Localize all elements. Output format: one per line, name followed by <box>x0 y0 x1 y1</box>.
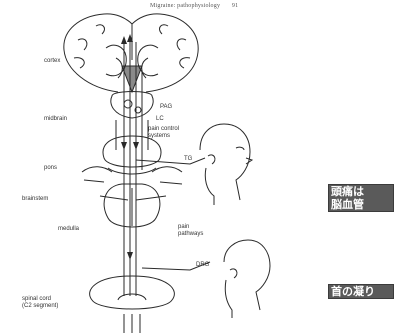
label-pons: pons <box>44 165 57 172</box>
spinal-cord-structure <box>90 276 175 333</box>
label-tg: TG <box>184 156 192 163</box>
label-brainstem: brainstem <box>22 196 48 203</box>
label-pag: PAG <box>160 104 172 111</box>
side-caption-neck: 首の凝り <box>328 284 394 299</box>
head-profile-upper <box>200 124 252 205</box>
label-lc: LC <box>156 116 164 123</box>
label-cortex: cortex <box>44 58 60 65</box>
label-pain-control-systems: pain control systems <box>148 126 190 140</box>
label-pain-pathways: pain pathways <box>178 224 212 238</box>
midbrain-structure <box>111 92 153 119</box>
medulla-structure <box>104 184 160 227</box>
label-spinal-cord: spinal cord (C2 segment) <box>22 296 68 310</box>
brain-cortex-outline <box>64 14 198 92</box>
label-drg: DRG <box>196 262 209 269</box>
pain-tract-lines <box>84 38 210 296</box>
head-profile-lower <box>224 240 270 318</box>
label-medulla: medulla <box>58 226 79 233</box>
label-midbrain: midbrain <box>44 116 67 123</box>
pons-structure <box>82 136 182 174</box>
side-caption-headache: 頭痛は 脳血管 <box>328 184 394 212</box>
